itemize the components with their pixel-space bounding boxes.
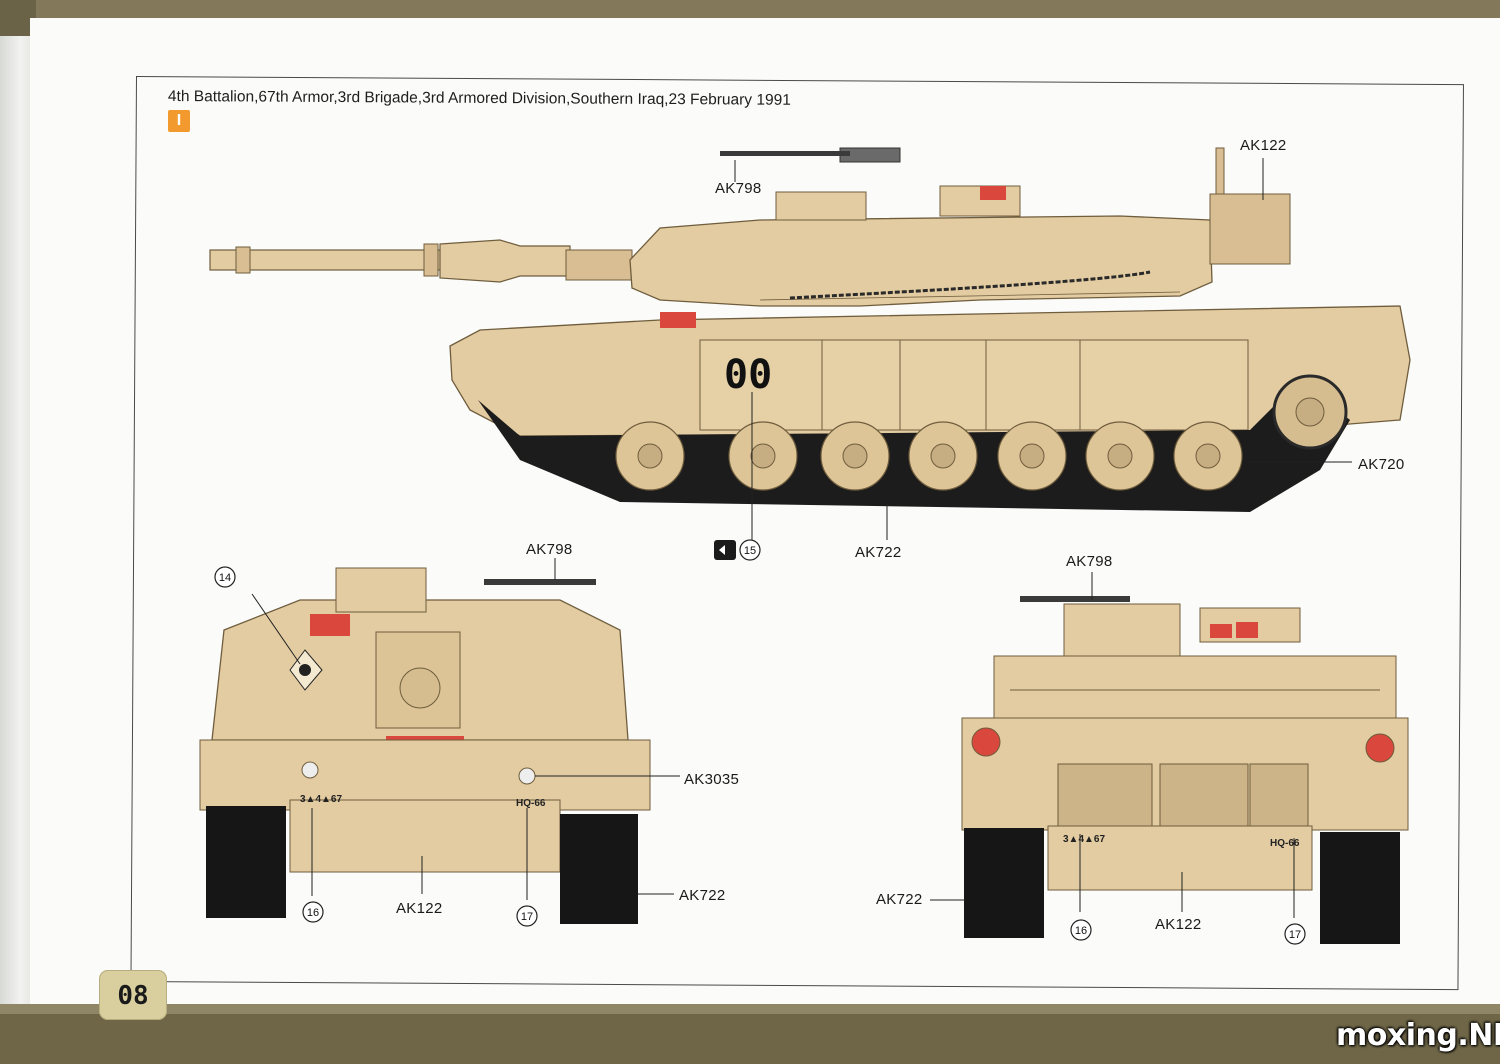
callout-ak122-side: AK122 — [1240, 137, 1287, 154]
sprocket-hub — [1295, 397, 1325, 427]
rear-track-right — [560, 814, 638, 924]
front-hull-lower — [1047, 825, 1313, 891]
thermal-sleeve — [439, 239, 571, 283]
bottom-cover-stripe — [0, 1004, 1500, 1014]
front-track-left — [964, 828, 1044, 938]
front-light-left — [971, 727, 1001, 757]
barrel-sleeve — [423, 243, 439, 277]
grille-left — [1057, 763, 1153, 827]
rear-cupola — [335, 567, 427, 613]
front-red-1 — [1210, 624, 1232, 638]
decal-17-front-label: 17 — [1289, 929, 1301, 941]
bustle-rack — [1209, 193, 1291, 265]
front-light-right — [1365, 733, 1395, 763]
turret-seam — [759, 291, 1181, 301]
bottom-cover-band — [0, 1004, 1500, 1064]
callout-ak122-rear: AK122 — [396, 900, 443, 917]
decal-15-circle — [739, 539, 761, 561]
wheel-hub — [842, 443, 868, 469]
decal-16-front-label: 16 — [1075, 925, 1087, 937]
callout-ak3035: AK3035 — [684, 771, 740, 788]
rear-track-left — [206, 806, 286, 918]
front-mg — [1020, 596, 1130, 602]
front-red-2 — [1236, 622, 1258, 638]
turret — [629, 215, 1213, 307]
book-spine — [0, 36, 34, 1064]
rear-mg — [484, 579, 596, 585]
callout-ak798-front: AK798 — [1066, 553, 1113, 570]
callout-ak798-rear: AK798 — [526, 541, 573, 558]
callout-ak722-side: AK722 — [855, 544, 902, 561]
decal-15-label: 15 — [744, 545, 756, 557]
decal-17-rear-circle — [516, 905, 538, 927]
skull-mark — [299, 664, 311, 676]
red-marker-hull — [660, 312, 696, 328]
rear-light-left — [301, 761, 319, 779]
front-turret-top — [1063, 603, 1181, 659]
grille-mid — [1159, 763, 1249, 827]
decal-16-rear-label: 16 — [307, 907, 319, 919]
callout-ak720: AK720 — [1358, 456, 1405, 473]
decal-14-label: 14 — [219, 572, 231, 584]
decal-17-rear-label: 17 — [521, 911, 533, 923]
decal-circles — [214, 539, 1306, 945]
front-bustle-rack — [993, 655, 1397, 723]
m2-machine-gun — [720, 151, 850, 156]
callout-ak722-rear: AK722 — [679, 887, 726, 904]
gun-mantlet — [565, 249, 633, 281]
rear-bumper-right: HQ-66 — [516, 798, 546, 809]
callout-ak122-front: AK122 — [1155, 916, 1202, 933]
bustle-chain — [789, 270, 1151, 300]
svg-text-layer: 00 15 14 16 17 16 17 3▲4▲67 HQ-66 3▲4▲67… — [219, 352, 1301, 941]
rear-hull — [199, 739, 651, 811]
wheel-hubs — [637, 443, 1221, 469]
rear-bumper-left: 3▲4▲67 — [300, 794, 342, 805]
watermark-logo: moxing.NET — [1336, 1018, 1500, 1053]
callout-ak798-side: AK798 — [715, 180, 762, 197]
decal-14-leader — [251, 593, 301, 665]
sight-housing — [775, 191, 867, 221]
wheel-hub — [1107, 443, 1133, 469]
wheel-hub — [1019, 443, 1045, 469]
scheme-badge: I — [168, 110, 190, 132]
wheel-hub — [1195, 443, 1221, 469]
muzzle-ring — [235, 246, 251, 274]
wheel-hub — [750, 443, 776, 469]
grille-right — [1249, 763, 1309, 827]
rear-vent — [399, 667, 441, 709]
rear-light-right — [518, 767, 536, 785]
front-track-right — [1320, 832, 1400, 944]
front-bumper-right: HQ-66 — [1270, 838, 1300, 849]
front-bumper-left: 3▲4▲67 — [1063, 834, 1105, 845]
red-marker-turret — [980, 186, 1006, 200]
page-number-tab: 08 — [99, 970, 167, 1020]
rear-view-tank — [199, 558, 680, 924]
rear-lower-plate — [289, 799, 561, 873]
callout-ak722-front: AK722 — [876, 891, 923, 908]
wheel-hub — [637, 443, 663, 469]
hull-number: 00 — [724, 352, 772, 398]
swap-arrow-icon — [719, 545, 725, 555]
antenna-base — [1215, 147, 1225, 195]
decal-16-front-circle — [1070, 919, 1092, 941]
decal-14-circle — [214, 566, 236, 588]
front-view-tank — [930, 572, 1409, 944]
side-skirt — [699, 339, 1249, 431]
wheel-hub — [930, 443, 956, 469]
decal-17-front-circle — [1284, 923, 1306, 945]
decal-16-rear-circle — [302, 901, 324, 923]
rear-red-lights — [310, 614, 350, 636]
side-view-tank — [209, 147, 1411, 540]
top-cover-band-highlight — [36, 0, 1500, 18]
